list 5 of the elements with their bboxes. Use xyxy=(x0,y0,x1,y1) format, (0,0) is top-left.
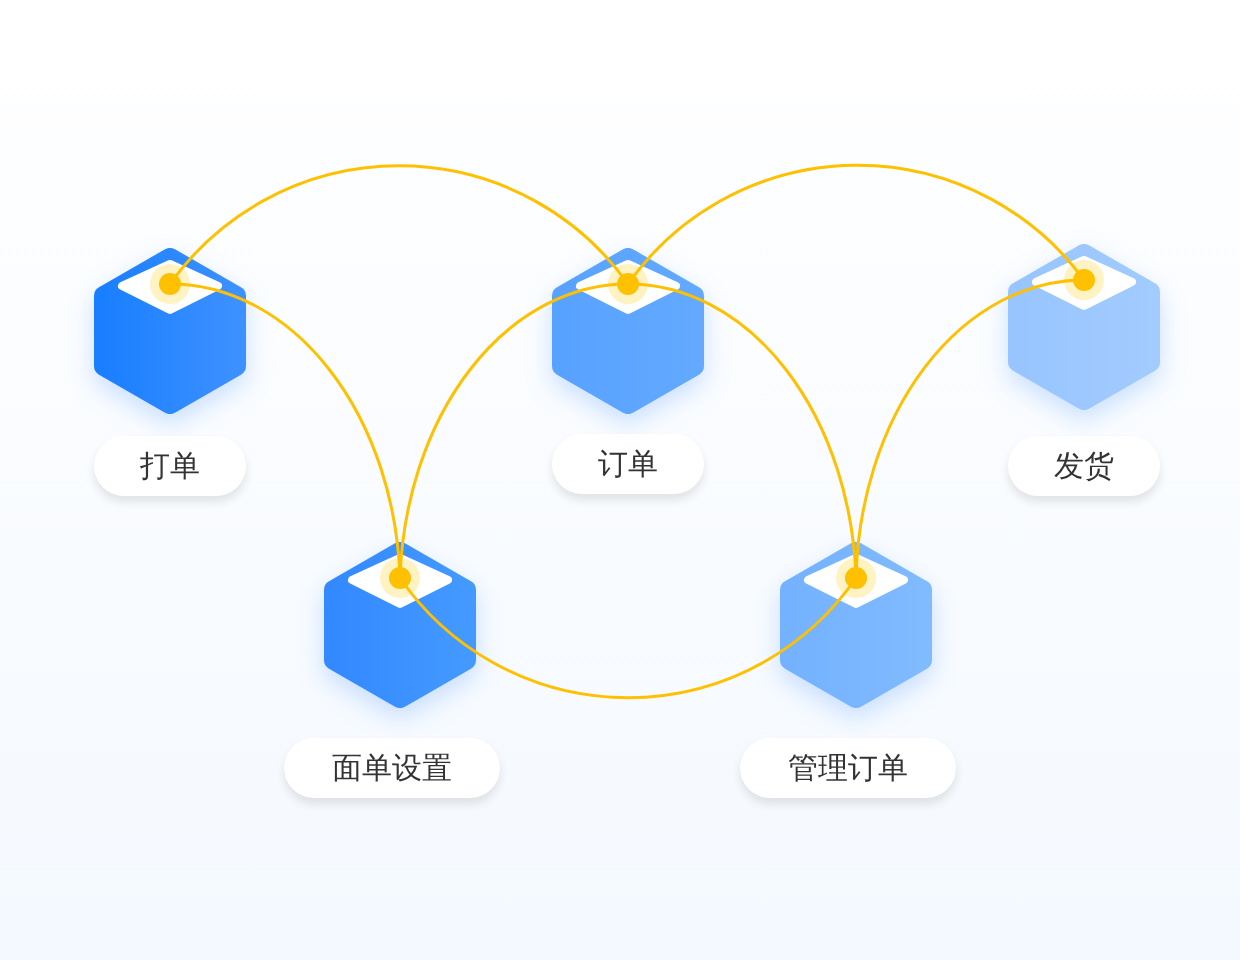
label-pill: 面单设置 xyxy=(284,738,500,798)
label-pill: 管理订单 xyxy=(740,738,956,798)
label-pill: 发货 xyxy=(1008,436,1160,496)
label-pill: 订单 xyxy=(552,434,704,494)
label-pill: 打单 xyxy=(94,436,246,496)
